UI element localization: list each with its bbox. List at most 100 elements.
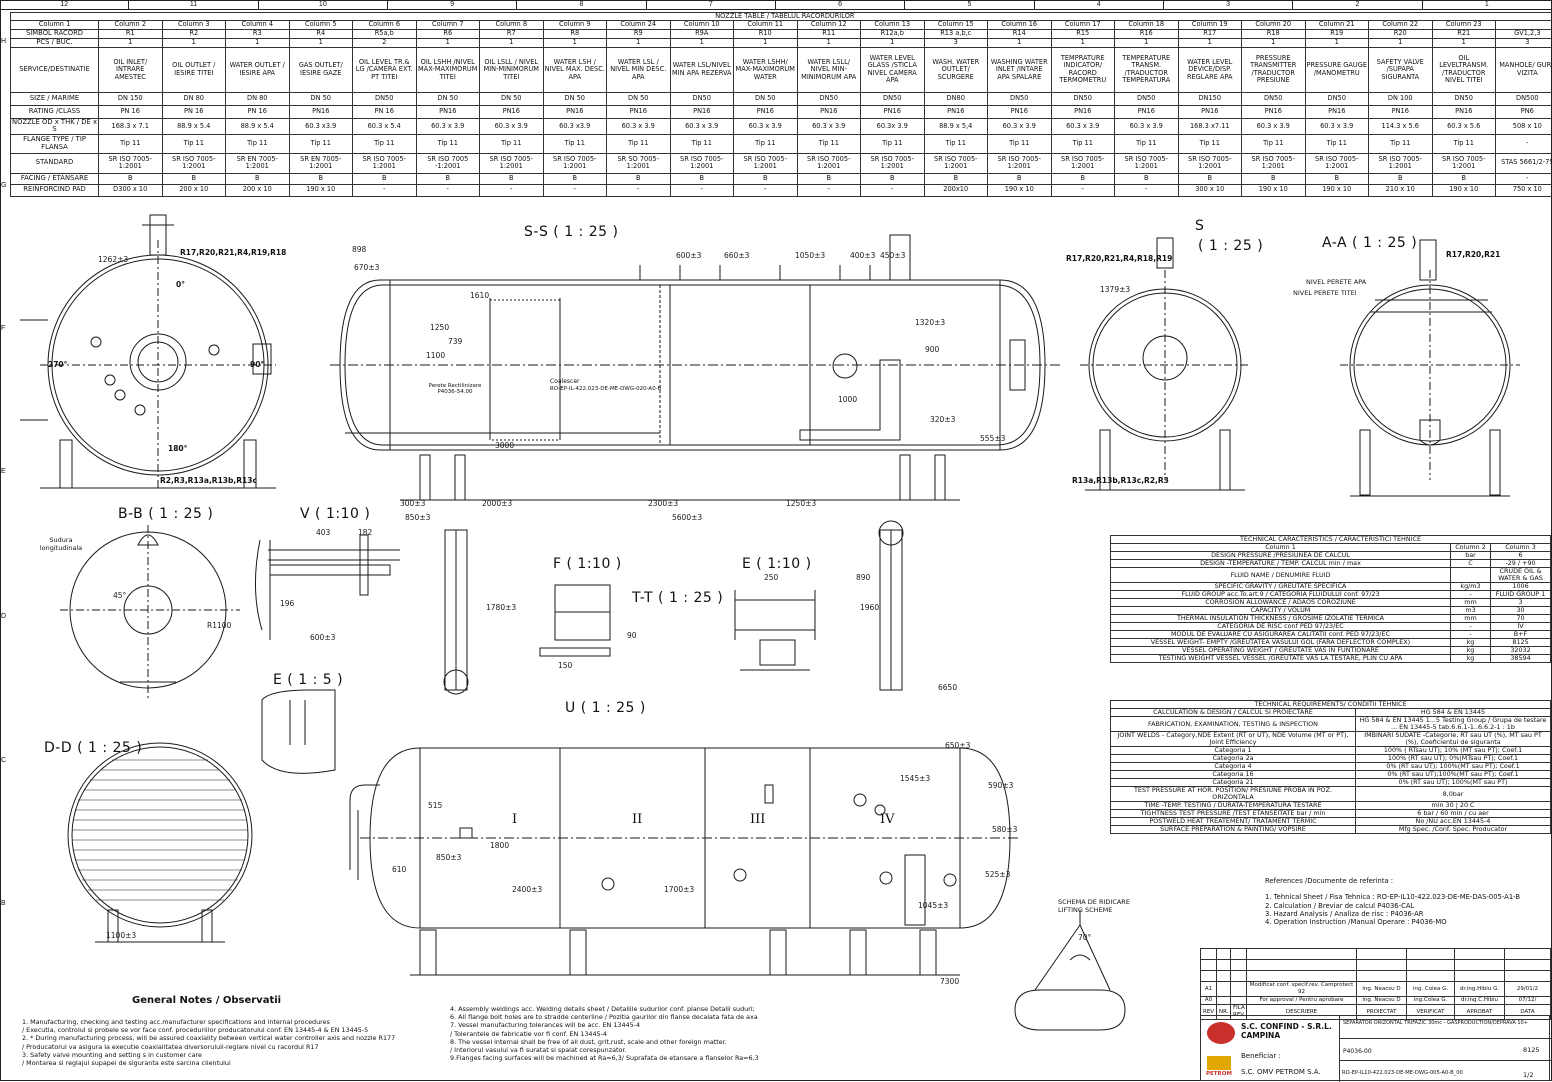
view-title-s: S (1195, 218, 1204, 234)
lifting-scheme (1015, 910, 1125, 1030)
nozzle-group-label: R17,R20,R21,R4,R18,R19 (1066, 254, 1172, 263)
weight-value: 8125 (1523, 1046, 1540, 1054)
dimension-label: 1379±3 (1100, 285, 1130, 294)
detail-v (255, 535, 400, 640)
dimension-label: 2400±3 (512, 885, 542, 894)
table-row: JOINT WELDS - Category,NDE Extent (RT or… (1111, 732, 1551, 747)
dimension-label: 1100 (426, 351, 445, 360)
dimension-label: 403 (316, 528, 331, 537)
table-cell: SURFACE PREPARATION & PAINTING/ VOPSIRE (1111, 826, 1356, 834)
table-cell: DESIGN -TEMPERATURE / TEMP. CALCUL min /… (1111, 560, 1451, 568)
dimension-label: 1045±3 (918, 901, 948, 910)
angle-label: 0° (176, 280, 185, 289)
table-cell: dr.ing.C.Hibiu (1455, 997, 1505, 1005)
dimension-label: 1100±3 (106, 931, 136, 940)
table-row: TEST PRESSURE AT HOR. POSITION/ PRESIUNE… (1111, 787, 1551, 802)
table-cell: FABRICATION, EXAMINATION, TESTING & INSP… (1111, 717, 1356, 732)
end-view-aa (1340, 240, 1520, 496)
table-cell: 6 bar / 60 min / cu aer (1356, 810, 1551, 818)
table-cell: No /NU acc.EN 13445-4 (1356, 818, 1551, 826)
table-cell: ing. Neacsu D (1357, 982, 1407, 997)
petrom-logo (1207, 1056, 1231, 1070)
view-title-dd: D-D ( 1 : 25 ) (44, 740, 142, 756)
table-cell: kg (1451, 647, 1491, 655)
table-cell: POSTWELD HEAT TREATEMENT/ TRATAMENT TERM… (1111, 818, 1356, 826)
table-header: Column 3 (1491, 544, 1551, 552)
table-row: TIME -TEMP. TESTING / DURATA-TEMPERATURA… (1111, 802, 1551, 810)
general-notes-title: General Notes / Observatii (132, 995, 281, 1006)
project-code: P4036-00 (1343, 1048, 1372, 1055)
table-cell: VESSEL WEIGHT- EMPTY /GREUTATEA VASULUI … (1111, 639, 1451, 647)
dimension-label: 1610 (470, 291, 489, 300)
table-cell: 0% (RT sau UT);100%(MT sau PT); Coef.1 (1356, 771, 1551, 779)
table-cell: 100% (RT sau UT); 0%(MTsau PT); Coef.1 (1356, 755, 1551, 763)
nozzle-group-label: R17,R20,R21,R4,R19,R18 (180, 248, 286, 257)
dimension-label: 600±3 (676, 251, 702, 260)
petrom-text: PETROM (1206, 1071, 1232, 1077)
table-cell: B+F (1491, 631, 1551, 639)
general-notes-left: 1. Manufacturing, checking and testing a… (22, 1018, 442, 1067)
dimension-label: 1320±3 (915, 318, 945, 327)
table-cell: 8,0bar (1356, 787, 1551, 802)
table-cell: For approval / Pentru aprobare (1247, 997, 1357, 1005)
coalescer-label: Coalescer (550, 378, 579, 385)
table-cell (1217, 982, 1231, 997)
dimension-label: 182 (358, 528, 373, 537)
table-row: TIGHTNESS TEST PRESSURE /TEST ETANSEITAT… (1111, 810, 1551, 818)
table-cell (1217, 997, 1231, 1005)
dimension-label: 1050±3 (795, 251, 825, 260)
dimension-label: 1960 (860, 603, 879, 612)
tech-requirements-table: TECHNICAL REQUIREMENTS/ CONDITII TEHNICE… (1110, 700, 1551, 834)
angle-label: 270° (48, 360, 67, 369)
table-cell: 07/12/ (1505, 997, 1551, 1005)
table-cell: IMBINARI SUDATE -Categorie, RT sau UT (%… (1356, 732, 1551, 747)
dimension-label: R1100 (207, 621, 232, 630)
dimension-label: 250 (764, 573, 779, 582)
table-cell: 70 (1491, 615, 1551, 623)
table-header: Column 2 (1451, 544, 1491, 552)
table-cell: A0 (1201, 997, 1217, 1005)
dimension-label: 1780±3 (486, 603, 516, 612)
table-cell: kg (1451, 655, 1491, 663)
dimension-label: 196 (280, 599, 295, 608)
table-cell: dr.ing.Hibiu G. (1455, 982, 1505, 997)
document-reference: RO-EP-IL10-422.023-DE-ME-DWG-005-A0-B_00 (1342, 1070, 1463, 1076)
nozzle-group-label: R17,R20,R21 (1446, 250, 1500, 259)
tech-characteristics-table: TECHNICAL CARACTERISTICS / CARACTERISTIC… (1110, 535, 1551, 663)
table-cell: THERMAL INSULATION THICKNESS / GROSIME I… (1111, 615, 1451, 623)
nozzle-group-label: R13a,R13b,R13c,R2,R3 (1072, 476, 1169, 485)
reference-item: 1. Tehnical Sheet / Fisa Tehnica : RO-EP… (1265, 893, 1550, 901)
table-cell: 0% (RT sau UT); 100%(MT sau PT) (1356, 779, 1551, 787)
nozzle-group-label: R2,R3,R13a,R13b,R13c (160, 476, 257, 485)
table-cell: - (1451, 591, 1491, 599)
table-cell: FLUID NAME / DENUMIRE FLUID (1111, 568, 1451, 583)
end-view-s (1080, 238, 1250, 490)
dimension-label: 1250±3 (786, 499, 816, 508)
table-cell: Categoria 16 (1111, 771, 1356, 779)
detail-e-small (262, 690, 335, 773)
level-label: NIVEL PERETE TITEI (1293, 289, 1357, 297)
note-line: 9.Flanges facing surfaces will be machin… (450, 1054, 810, 1062)
view-title-e-small: E ( 1 : 5 ) (273, 672, 343, 688)
table-row: FABRICATION, EXAMINATION, TESTING & INSP… (1111, 717, 1551, 732)
table-cell: TEST PRESSURE AT HOR. POSITION/ PRESIUNE… (1111, 787, 1356, 802)
dimension-label: 450±3 (880, 251, 906, 260)
table-cell: 1006 (1491, 583, 1551, 591)
view-title-bb: B-B ( 1 : 25 ) (118, 506, 213, 522)
table-cell: A1 (1201, 982, 1217, 997)
view-title-aa: A-A ( 1 : 25 ) (1322, 235, 1417, 251)
dimension-label: 610 (392, 865, 407, 874)
table-cell: JOINT WELDS - Category,NDE Extent (RT or… (1111, 732, 1356, 747)
title-block: PETROM S.C. CONFIND - S.R.L. CAMPINA Ben… (1200, 1015, 1550, 1081)
table-cell: 30 (1491, 607, 1551, 615)
compartment-label: I (512, 812, 517, 827)
dimension-label: 400±3 (850, 251, 876, 260)
note-line: / Tolerantele de fabricatie vor fi conf.… (450, 1030, 810, 1038)
reference-item: 3. Hazard Analysis / Analiza de risc : P… (1265, 910, 1550, 918)
